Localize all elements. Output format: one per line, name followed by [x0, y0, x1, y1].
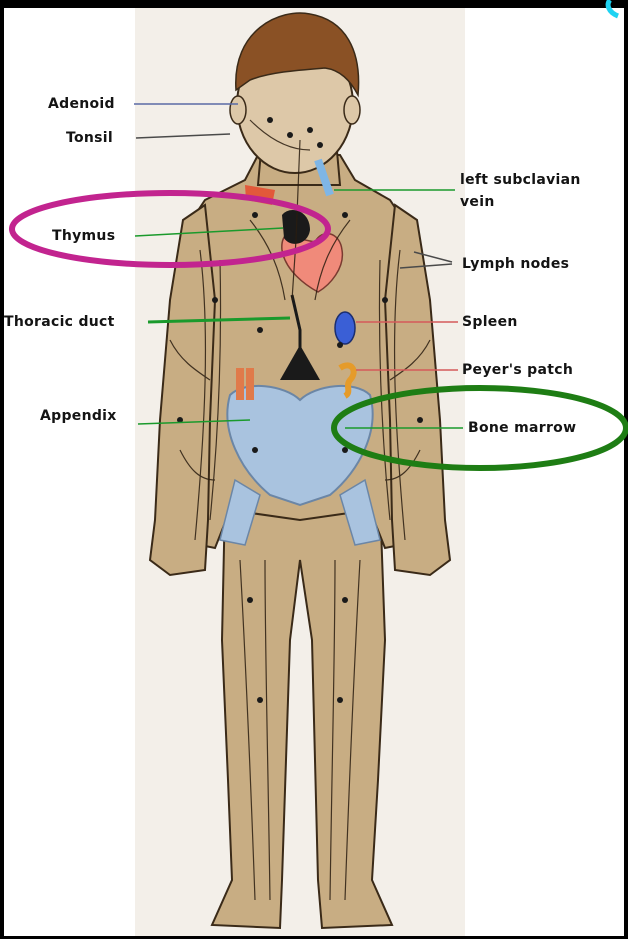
label-thoracic-duct: Thoracic duct	[4, 314, 115, 331]
label-left-subclavian-line1: left subclavian	[460, 172, 581, 189]
label-spleen: Spleen	[462, 314, 518, 331]
spleen-organ	[335, 312, 355, 344]
label-adenoid: Adenoid	[48, 96, 115, 113]
label-left-subclavian-line2: vein	[460, 194, 495, 211]
corner-accent-mark	[604, 0, 628, 20]
label-bone-marrow: Bone marrow	[468, 420, 576, 437]
label-thymus: Thymus	[52, 228, 115, 245]
label-lymph-nodes: Lymph nodes	[462, 256, 569, 273]
label-peyers-patch: Peyer's patch	[462, 362, 573, 379]
label-appendix: Appendix	[40, 408, 117, 425]
label-tonsil: Tonsil	[66, 130, 113, 147]
